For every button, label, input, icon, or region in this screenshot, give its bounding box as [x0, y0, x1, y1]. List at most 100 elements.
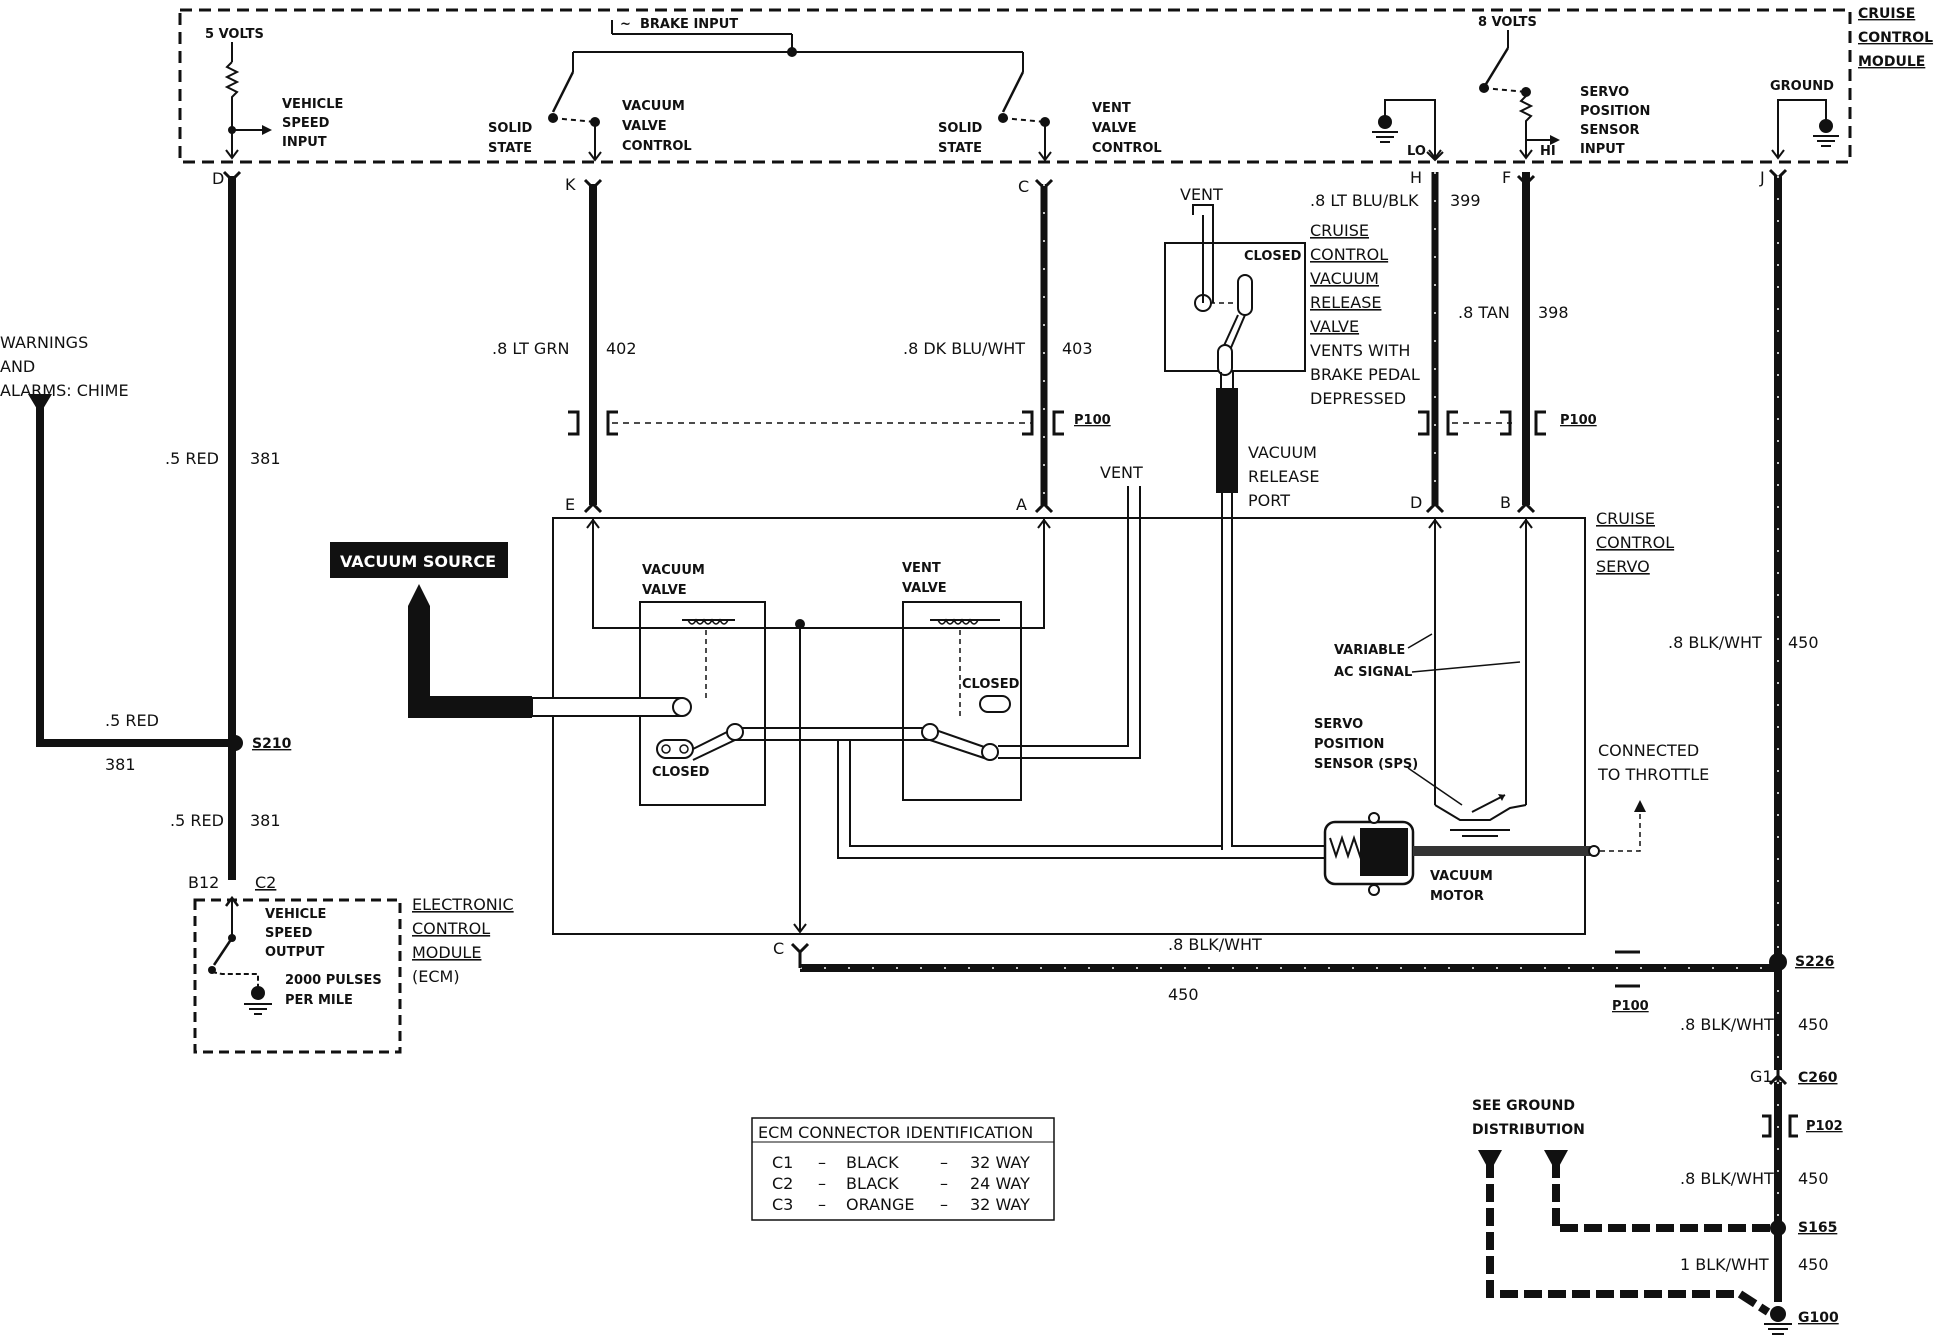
- var-ac-2: AC SIGNAL: [1334, 665, 1412, 680]
- vehicle-speed-input-1: VEHICLE: [282, 97, 343, 112]
- vacuum-valve-control-1: VACUUM: [622, 99, 685, 114]
- vacuum-valve-2: VALVE: [642, 583, 687, 598]
- sps-input-4: INPUT: [1580, 142, 1625, 157]
- release-label-3: VACUUM: [1310, 269, 1379, 288]
- splice-s210: S210: [252, 736, 292, 752]
- ecm-row2-c: C2: [772, 1174, 793, 1193]
- sps-input-3: SENSOR: [1580, 123, 1640, 138]
- w381-color-1: .5 RED: [165, 449, 219, 468]
- sps-3: SENSOR (SPS): [1314, 757, 1418, 772]
- warnings-label-1: WARNINGS: [0, 333, 88, 352]
- w450-color-2: .8 BLK/WHT: [1168, 935, 1262, 954]
- brake-input-bus: ~ BRAKE INPUT: [572, 17, 1024, 72]
- vacuum-valve-control-2: VALVE: [622, 119, 667, 134]
- solid-state-switch-vent-icon: [998, 71, 1052, 162]
- pin-f-top: F: [1502, 168, 1511, 187]
- module-ground-icon: [1771, 99, 1839, 160]
- release-label-4: RELEASE: [1310, 293, 1381, 312]
- vent-valve-control-2: VALVE: [1092, 121, 1137, 136]
- vacuum-source: VACUUM SOURCE: [330, 542, 532, 718]
- ecm-row3-color: ORANGE: [846, 1195, 914, 1214]
- wire-402: [583, 178, 603, 514]
- brake-input-label: BRAKE INPUT: [640, 17, 738, 32]
- solid-state-switch-vacuum-icon: [548, 71, 602, 162]
- vent-valve-2: VALVE: [902, 581, 947, 596]
- ecm-row2-dash2: –: [940, 1174, 948, 1193]
- module-title-3: MODULE: [1858, 54, 1925, 70]
- vent-valve-control-3: CONTROL: [1092, 141, 1162, 156]
- w381-color-3: .5 RED: [170, 811, 224, 830]
- see-ground-1: SEE GROUND: [1472, 1098, 1575, 1114]
- p100-label-3: P100: [1612, 999, 1649, 1014]
- vso-3: OUTPUT: [265, 945, 325, 960]
- vacuum-valve-1: VACUUM: [642, 563, 705, 578]
- connector-p100-left: [568, 410, 1064, 436]
- warnings-label-3: ALARMS: CHIME: [0, 381, 129, 400]
- w402-circuit: 402: [606, 339, 637, 358]
- vacuum-valve-closed: CLOSED: [652, 765, 710, 780]
- w398-circuit: 398: [1538, 303, 1569, 322]
- w450-circuit-3: 450: [1798, 1015, 1829, 1034]
- ecm-row1-dash1: –: [818, 1153, 826, 1172]
- w450-circuit-2: 450: [1168, 985, 1199, 1004]
- vrp-3: PORT: [1248, 491, 1290, 510]
- ground-g100: G100: [1798, 1310, 1839, 1326]
- w399-color: .8 LT BLU/BLK: [1310, 191, 1419, 210]
- svg-text:~: ~: [620, 17, 631, 32]
- ecm-label-1: ELECTRONIC: [412, 895, 514, 914]
- sps-input-2: POSITION: [1580, 104, 1650, 119]
- solid-state-2-line1: SOLID: [938, 121, 983, 136]
- vrp-1: VACUUM: [1248, 443, 1317, 462]
- hi-label: HI: [1540, 144, 1556, 159]
- release-vent-label: VENT: [1180, 185, 1223, 204]
- w381-circuit-3: 381: [250, 811, 281, 830]
- ecm-label-3: MODULE: [412, 943, 481, 962]
- lo-label: LO: [1407, 144, 1426, 159]
- w402-color: .8 LT GRN: [492, 339, 569, 358]
- w450b-circuit: 450: [1798, 1255, 1829, 1274]
- w450-color-3: .8 BLK/WHT: [1680, 1015, 1774, 1034]
- module-title-2: CONTROL: [1858, 30, 1933, 46]
- five-volts-label: 5 VOLTS: [205, 27, 264, 42]
- pin-c-servo: C: [773, 939, 784, 958]
- pin-k-top: K: [565, 175, 576, 194]
- ecm-row1-way: 32 WAY: [970, 1153, 1030, 1172]
- ecm-row3-way: 32 WAY: [970, 1195, 1030, 1214]
- see-ground-2: DISTRIBUTION: [1472, 1122, 1585, 1138]
- warnings-label-2: AND: [0, 357, 35, 376]
- eight-volts-label: 8 VOLTS: [1478, 15, 1537, 30]
- sps-input-1: SERVO: [1580, 85, 1629, 100]
- pin-d-top: D: [212, 169, 224, 188]
- module-ground-label: GROUND: [1770, 79, 1834, 94]
- release-label-2: CONTROL: [1310, 245, 1388, 264]
- vacuum-motor-1: VACUUM: [1430, 869, 1493, 884]
- w450b-color: 1 BLK/WHT: [1680, 1255, 1769, 1274]
- sps-2: POSITION: [1314, 737, 1384, 752]
- wire-381: [28, 170, 243, 880]
- wire-399: [1425, 151, 1445, 514]
- vent-valve-1: VENT: [902, 561, 941, 576]
- pin-b: B: [1500, 493, 1511, 512]
- vso-2: SPEED: [265, 926, 313, 941]
- connector-p102: P102: [1806, 1119, 1843, 1134]
- ecm-row2-way: 24 WAY: [970, 1174, 1030, 1193]
- wire-450: [790, 168, 1798, 1335]
- pulses-2: PER MILE: [285, 993, 353, 1008]
- pin-a: A: [1016, 495, 1027, 514]
- var-ac-1: VARIABLE: [1334, 643, 1405, 658]
- solid-state-2-line2: STATE: [938, 141, 982, 156]
- ecm-row3-dash1: –: [818, 1195, 826, 1214]
- splice-s165: S165: [1798, 1220, 1837, 1236]
- cruise-control-servo: [531, 486, 1646, 935]
- w450-circuit-4: 450: [1798, 1169, 1829, 1188]
- pin-c-top: C: [1018, 177, 1029, 196]
- w381-color-2: .5 RED: [105, 711, 159, 730]
- w381-circuit-1: 381: [250, 449, 281, 468]
- w403-circuit: 403: [1062, 339, 1093, 358]
- w450-circuit-1: 450: [1788, 633, 1819, 652]
- vacuum-motor-2: MOTOR: [1430, 889, 1484, 904]
- ecm-box: [193, 895, 402, 1054]
- eight-volt-switch-icon: [1479, 30, 1560, 160]
- release-label-1: CRUISE: [1310, 221, 1369, 240]
- servo-label-3: SERVO: [1596, 557, 1650, 576]
